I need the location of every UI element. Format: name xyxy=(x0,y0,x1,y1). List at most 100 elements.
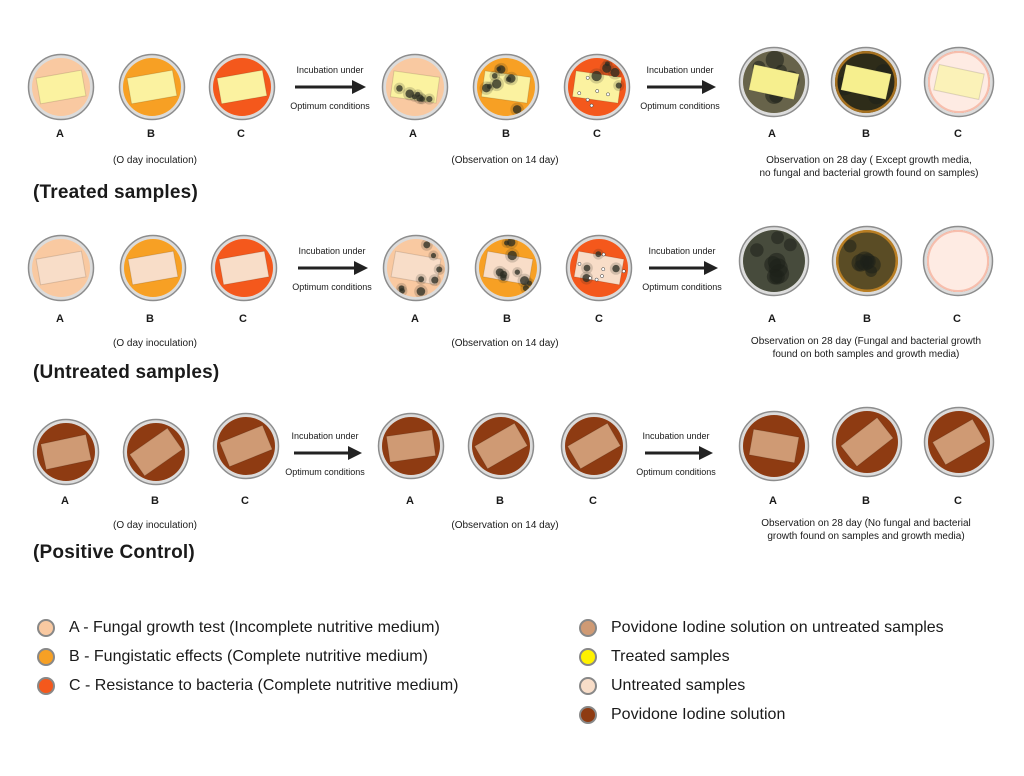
legend-item-b: B - Fungistatic effects (Complete nutrit… xyxy=(37,645,428,669)
sample-strip xyxy=(127,250,179,286)
letter-b: B xyxy=(503,313,511,325)
petri-dish xyxy=(738,46,810,118)
caption-day14: (Observation on 14 day) xyxy=(451,338,559,349)
legend-item-povidone: Povidone Iodine solution xyxy=(579,703,785,727)
sample-strip xyxy=(126,69,178,105)
letter-a: A xyxy=(411,313,419,325)
arrow-label-top: Incubation under xyxy=(648,246,716,256)
letter-b: B xyxy=(863,313,871,325)
sample-strip xyxy=(748,63,800,101)
sample-strip xyxy=(40,433,92,471)
petri-dish xyxy=(118,53,186,121)
petri-dish xyxy=(27,53,95,121)
arrow-label-bottom: Optimum conditions xyxy=(636,467,716,477)
legend-swatch xyxy=(579,677,597,695)
petri-dish xyxy=(474,234,542,302)
incubation-arrow xyxy=(294,446,362,460)
letter-c: C xyxy=(595,313,603,325)
petri-dish xyxy=(381,53,449,121)
petri-dish xyxy=(738,410,810,482)
sample-strip xyxy=(566,422,622,470)
petri-dish xyxy=(831,406,903,478)
legend-swatch xyxy=(37,648,55,666)
petri-dish xyxy=(208,53,276,121)
legend-item-treated: Treated samples xyxy=(579,645,730,669)
letter-c: C xyxy=(953,313,961,325)
letter-b: B xyxy=(862,128,870,140)
arrow-label-top: Incubation under xyxy=(642,431,710,441)
petri-dish xyxy=(210,234,278,302)
caption-day28-line2: no fungal and bacterial growth found on … xyxy=(759,168,979,179)
arrow-label-bottom: Optimum conditions xyxy=(642,282,722,292)
letter-c: C xyxy=(239,313,247,325)
letter-c: C xyxy=(589,495,597,507)
petri-dish xyxy=(923,406,995,478)
sample-strip xyxy=(931,418,987,466)
arrow-label-top: Incubation under xyxy=(291,431,359,441)
petri-dish xyxy=(923,46,995,118)
petri-dish xyxy=(27,234,95,302)
letter-c: C xyxy=(954,128,962,140)
legend-item-c: C - Resistance to bacteria (Complete nut… xyxy=(37,674,458,698)
sample-strip xyxy=(218,250,270,286)
letter-a: A xyxy=(61,495,69,507)
incubation-arrow xyxy=(645,446,713,460)
incubation-arrow xyxy=(298,261,368,275)
legend-label: A - Fungal growth test (Incomplete nutri… xyxy=(69,619,440,636)
incubation-arrow xyxy=(647,80,716,94)
sample-strip xyxy=(933,63,985,101)
caption-day28-line1: Observation on 28 day ( Except growth me… xyxy=(766,155,972,166)
petri-dish xyxy=(382,234,450,302)
caption-day28-line2: found on both samples and growth media) xyxy=(772,349,960,360)
petri-dish xyxy=(472,53,540,121)
legend-item-a: A - Fungal growth test (Incomplete nutri… xyxy=(37,616,440,640)
petri-dish xyxy=(32,418,100,486)
incubation-arrow xyxy=(649,261,718,275)
section-title-treated: (Treated samples) xyxy=(33,182,198,203)
legend-swatch xyxy=(37,677,55,695)
caption-day0: (O day inoculation) xyxy=(113,520,197,531)
letter-b: B xyxy=(496,495,504,507)
sample-strip xyxy=(129,427,183,477)
sample-strip xyxy=(748,428,800,464)
petri-dish xyxy=(377,412,445,480)
section-title-untreated: (Untreated samples) xyxy=(33,362,220,383)
petri-dish xyxy=(122,418,190,486)
letter-a: A xyxy=(769,495,777,507)
section-title-positive-control: (Positive Control) xyxy=(33,542,195,563)
arrow-label-bottom: Optimum conditions xyxy=(292,282,372,292)
letter-a: A xyxy=(768,313,776,325)
petri-dish xyxy=(738,225,810,297)
arrow-label-top: Incubation under xyxy=(298,246,366,256)
sample-strip xyxy=(840,416,894,468)
legend-label: B - Fungistatic effects (Complete nutrit… xyxy=(69,648,428,665)
letter-c: C xyxy=(593,128,601,140)
incubation-arrow xyxy=(295,80,366,94)
petri-dish xyxy=(831,225,903,297)
petri-dish xyxy=(560,412,628,480)
letter-c: C xyxy=(237,128,245,140)
letter-b: B xyxy=(147,128,155,140)
arrow-label-bottom: Optimum conditions xyxy=(290,101,370,111)
legend-label: C - Resistance to bacteria (Complete nut… xyxy=(69,677,459,694)
sample-strip xyxy=(35,69,87,105)
sample-strip xyxy=(840,63,892,101)
legend-swatch xyxy=(579,648,597,666)
legend-label: Treated samples xyxy=(611,648,730,665)
caption-day28-line1: Observation on 28 day (No fungal and bac… xyxy=(761,518,971,529)
petri-dish xyxy=(467,412,535,480)
caption-day0: (O day inoculation) xyxy=(113,338,197,349)
legend-label: Povidone Iodine solution on untreated sa… xyxy=(611,619,944,636)
legend-label: Untreated samples xyxy=(611,677,746,694)
sample-strip xyxy=(35,250,87,286)
letter-c: C xyxy=(954,495,962,507)
petri-dish xyxy=(830,46,902,118)
legend-swatch xyxy=(579,619,597,637)
sample-strip xyxy=(473,422,529,470)
arrow-label-bottom: Optimum conditions xyxy=(285,467,365,477)
caption-day14: (Observation on 14 day) xyxy=(451,520,559,531)
letter-b: B xyxy=(151,495,159,507)
sample-strip xyxy=(389,70,441,104)
